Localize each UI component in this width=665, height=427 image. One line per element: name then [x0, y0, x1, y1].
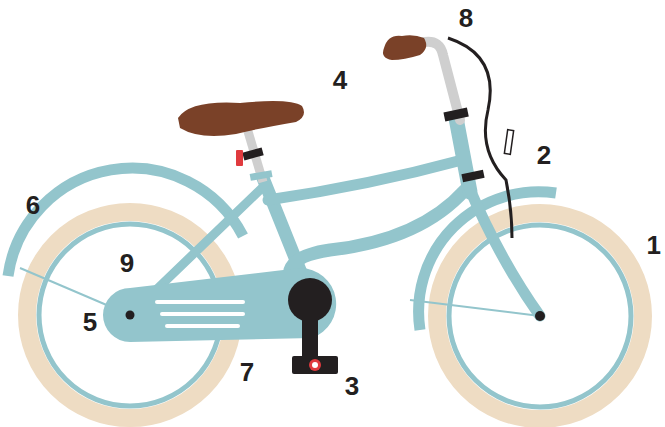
callout-number: 1	[647, 232, 661, 258]
callout-number: 7	[240, 359, 254, 385]
callout-number: 4	[333, 67, 347, 93]
rear-fender	[8, 168, 243, 276]
callout-number: 6	[26, 192, 40, 218]
crank-pedal	[288, 278, 338, 374]
chain-guard	[103, 268, 336, 342]
handlebar	[383, 35, 545, 321]
callout-number: 8	[459, 5, 473, 31]
callout-number: 9	[120, 250, 134, 276]
saddle	[178, 101, 304, 182]
callout-number: 2	[537, 142, 551, 168]
callout-number: 5	[83, 309, 97, 335]
callout-number: 3	[345, 373, 359, 399]
